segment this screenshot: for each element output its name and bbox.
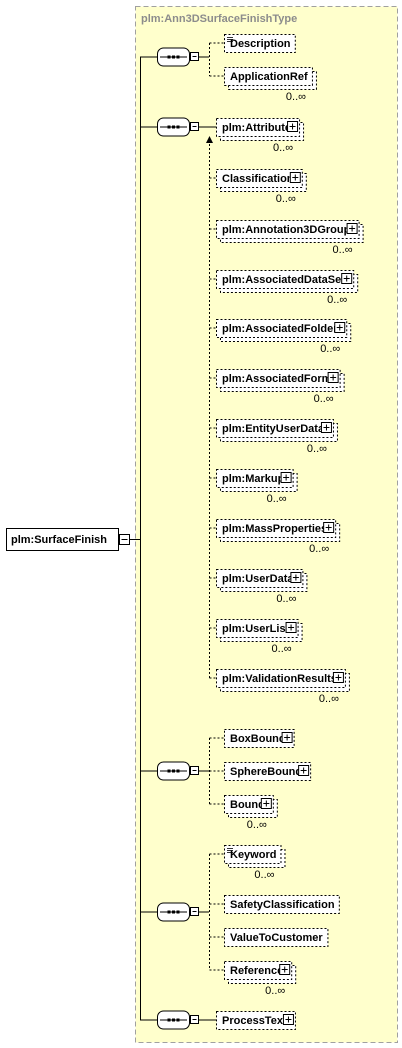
- element-plm-associatedfolder-label: plm:AssociatedFolder: [222, 323, 338, 335]
- element-plm-associatedfolder[interactable]: plm:AssociatedFolder 0..∞: [216, 319, 352, 356]
- element-keyword-occurrence: 0..∞: [254, 869, 274, 881]
- element-description[interactable]: Description: [224, 34, 296, 53]
- root-collapse-icon[interactable]: [119, 534, 130, 545]
- element-plm-entityuserdata-occurrence: 0..∞: [307, 443, 327, 455]
- element-plm-entityuserdata[interactable]: plm:EntityUserData 0..∞: [216, 419, 338, 456]
- group-1-connectors: [199, 42, 224, 77]
- element-plm-markup[interactable]: plm:Markup 0..∞: [216, 469, 298, 506]
- element-applicationref[interactable]: ApplicationRef 0..∞: [224, 67, 317, 104]
- expand-icon[interactable]: [334, 322, 346, 333]
- element-plm-associateddataset[interactable]: plm:AssociatedDataSet 0..∞: [216, 270, 359, 307]
- element-plm-validationresults-occurrence: 0..∞: [319, 693, 339, 705]
- element-keyword-label: Keyword: [230, 849, 276, 861]
- sequence-group-2-collapse-icon[interactable]: [190, 122, 199, 131]
- element-safetyclassification[interactable]: SafetyClassification: [224, 895, 340, 914]
- substitution-connectors: [206, 136, 216, 679]
- element-plm-annotation3dgroup-occurrence: 0..∞: [333, 244, 353, 256]
- expand-icon[interactable]: [280, 472, 292, 483]
- sequence-group-5[interactable]: [140, 1010, 199, 1030]
- root-element[interactable]: plm:SurfaceFinish: [6, 528, 130, 551]
- element-classification-occurrence: 0..∞: [276, 193, 296, 205]
- element-plm-attribute-label: plm:Attribute: [222, 122, 291, 134]
- element-plm-validationresults-label: plm:ValidationResults: [222, 673, 337, 685]
- sequence-group-3[interactable]: [140, 761, 199, 781]
- element-description-label: Description: [230, 38, 291, 50]
- expand-icon[interactable]: [260, 798, 272, 809]
- element-applicationref-occurrence: 0..∞: [286, 91, 306, 103]
- element-processtext[interactable]: ProcessText: [216, 1011, 296, 1030]
- element-spherebound[interactable]: SphereBound: [224, 762, 312, 781]
- expand-icon[interactable]: [298, 765, 310, 776]
- element-plm-associateddataset-occurrence: 0..∞: [327, 294, 347, 306]
- element-plm-attribute-occurrence: 0..∞: [273, 142, 293, 154]
- element-plm-attribute[interactable]: plm:Attribute 0..∞: [216, 118, 305, 155]
- expand-icon[interactable]: [282, 1014, 294, 1025]
- element-boxbound-label: BoxBound: [230, 733, 286, 745]
- group-4-connectors: [199, 853, 224, 971]
- element-reference-label: Reference: [230, 965, 283, 977]
- element-reference[interactable]: Reference 0..∞: [224, 961, 297, 998]
- element-safetyclassification-label: SafetyClassification: [230, 899, 335, 911]
- element-plm-associatedform-occurrence: 0..∞: [314, 393, 334, 405]
- element-plm-massproperties-label: plm:MassProperties: [222, 523, 327, 535]
- element-plm-markup-label: plm:Markup: [222, 473, 285, 485]
- expand-icon[interactable]: [285, 622, 297, 633]
- element-plm-associatedform-label: plm:AssociatedForm: [222, 373, 332, 385]
- element-applicationref-label: ApplicationRef: [230, 71, 308, 83]
- element-classification-label: Classification: [222, 173, 294, 185]
- element-plm-associateddataset-label: plm:AssociatedDataSet: [222, 274, 345, 286]
- expand-icon[interactable]: [346, 223, 358, 234]
- expand-icon[interactable]: [289, 172, 301, 183]
- sequence-group-2[interactable]: [140, 117, 199, 137]
- element-processtext-label: ProcessText: [222, 1015, 287, 1027]
- element-plm-userlist-label: plm:UserList: [222, 623, 290, 635]
- sequence-group-5-collapse-icon[interactable]: [190, 1015, 199, 1024]
- group-3-connectors: [199, 737, 224, 805]
- element-plm-validationresults[interactable]: plm:ValidationResults 0..∞: [216, 669, 350, 706]
- element-plm-associatedform[interactable]: plm:AssociatedForm 0..∞: [216, 369, 345, 406]
- sequence-group-4-collapse-icon[interactable]: [190, 907, 199, 916]
- expand-icon[interactable]: [281, 732, 293, 743]
- element-plm-massproperties[interactable]: plm:MassProperties 0..∞: [216, 519, 341, 556]
- element-boxbound[interactable]: BoxBound: [224, 729, 295, 748]
- element-plm-massproperties-occurrence: 0..∞: [309, 543, 329, 555]
- element-bound[interactable]: Bound 0..∞: [224, 795, 278, 832]
- element-plm-annotation3dgroup[interactable]: plm:Annotation3DGroup 0..∞: [216, 220, 364, 257]
- element-bound-occurrence: 0..∞: [247, 819, 267, 831]
- element-valuetocustomer[interactable]: ValueToCustomer: [224, 928, 329, 947]
- element-plm-userdata-label: plm:UserData: [222, 573, 294, 585]
- element-keyword[interactable]: Keyword 0..∞: [224, 845, 286, 882]
- expand-icon[interactable]: [320, 422, 332, 433]
- diagram-layer: DescriptionApplicationRef0..∞plm:Attribu…: [140, 34, 364, 1030]
- sequence-group-4[interactable]: [140, 902, 199, 922]
- type-title: plm:Ann3DSurfaceFinishType: [141, 13, 297, 25]
- element-bound-label: Bound: [230, 799, 265, 811]
- element-plm-annotation3dgroup-label: plm:Annotation3DGroup: [222, 224, 351, 236]
- documentation-icon: [227, 848, 233, 853]
- expand-icon[interactable]: [323, 522, 335, 533]
- root-element-label: plm:SurfaceFinish: [11, 534, 107, 546]
- expand-icon[interactable]: [327, 372, 339, 383]
- element-plm-userlist[interactable]: plm:UserList 0..∞: [216, 619, 303, 656]
- element-classification[interactable]: Classification 0..∞: [216, 169, 307, 206]
- expand-icon[interactable]: [287, 121, 299, 132]
- element-plm-userdata-occurrence: 0..∞: [276, 593, 296, 605]
- expand-icon[interactable]: [290, 572, 302, 583]
- sequence-group-1[interactable]: [140, 47, 199, 67]
- element-valuetocustomer-label: ValueToCustomer: [230, 932, 323, 944]
- element-reference-occurrence: 0..∞: [265, 985, 285, 997]
- element-plm-markup-occurrence: 0..∞: [267, 493, 287, 505]
- sequence-group-3-collapse-icon[interactable]: [190, 766, 199, 775]
- element-plm-userdata[interactable]: plm:UserData 0..∞: [216, 569, 308, 606]
- expand-icon[interactable]: [279, 964, 291, 975]
- sequence-group-1-collapse-icon[interactable]: [190, 52, 199, 61]
- documentation-icon: [227, 37, 233, 42]
- element-spherebound-label: SphereBound: [230, 766, 302, 778]
- element-plm-entityuserdata-label: plm:EntityUserData: [222, 423, 325, 435]
- element-plm-userlist-occurrence: 0..∞: [272, 643, 292, 655]
- element-plm-associatedfolder-occurrence: 0..∞: [320, 343, 340, 355]
- expand-icon[interactable]: [341, 273, 353, 284]
- expand-icon[interactable]: [332, 672, 344, 683]
